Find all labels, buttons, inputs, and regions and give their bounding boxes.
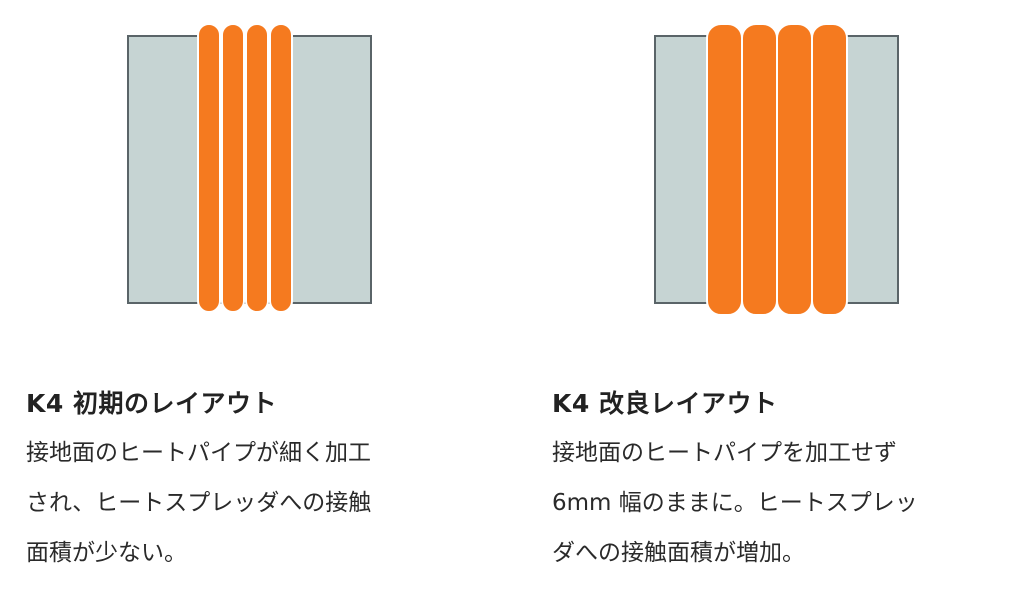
- caption-line-1: 接地面のヒートパイプを加工せず: [552, 440, 897, 466]
- caption-line-2: され、ヒートスプレッダへの接触: [26, 490, 372, 516]
- panel-initial-layout: K4 初期のレイアウト 接地面のヒートパイプが細く加工 され、ヒートスプレッダへ…: [26, 0, 496, 600]
- caption-body: 接地面のヒートパイプが細く加工 され、ヒートスプレッダへの接触 面積が少ない。: [26, 428, 496, 578]
- heat-pipe-2: [221, 23, 245, 313]
- caption-body: 接地面のヒートパイプを加工せず 6mm 幅のままに。ヒートスプレッ ダへの接触面…: [552, 428, 1022, 578]
- heat-pipe-1: [197, 23, 221, 313]
- panel-improved-layout: K4 改良レイアウト 接地面のヒートパイプを加工せず 6mm 幅のままに。ヒート…: [552, 0, 1022, 600]
- caption-line-3: 面積が少ない。: [26, 540, 187, 566]
- diagram-initial-layout: [127, 23, 372, 313]
- heat-pipe-3: [776, 23, 813, 316]
- diagram-improved-layout: [654, 23, 899, 316]
- caption-line-1: 接地面のヒートパイプが細く加工: [26, 440, 371, 466]
- heat-pipe-1: [706, 23, 743, 316]
- heat-pipe-4: [269, 23, 293, 313]
- heat-pipe-2: [741, 23, 778, 316]
- caption-title: K4 初期のレイアウト: [26, 389, 277, 418]
- caption-line-3: ダへの接触面積が増加。: [552, 540, 805, 566]
- caption-title: K4 改良レイアウト: [552, 389, 778, 418]
- heat-pipe-3: [245, 23, 269, 313]
- caption-line-2: 6mm 幅のままに。ヒートスプレッ: [552, 490, 918, 516]
- heat-pipe-4: [811, 23, 848, 316]
